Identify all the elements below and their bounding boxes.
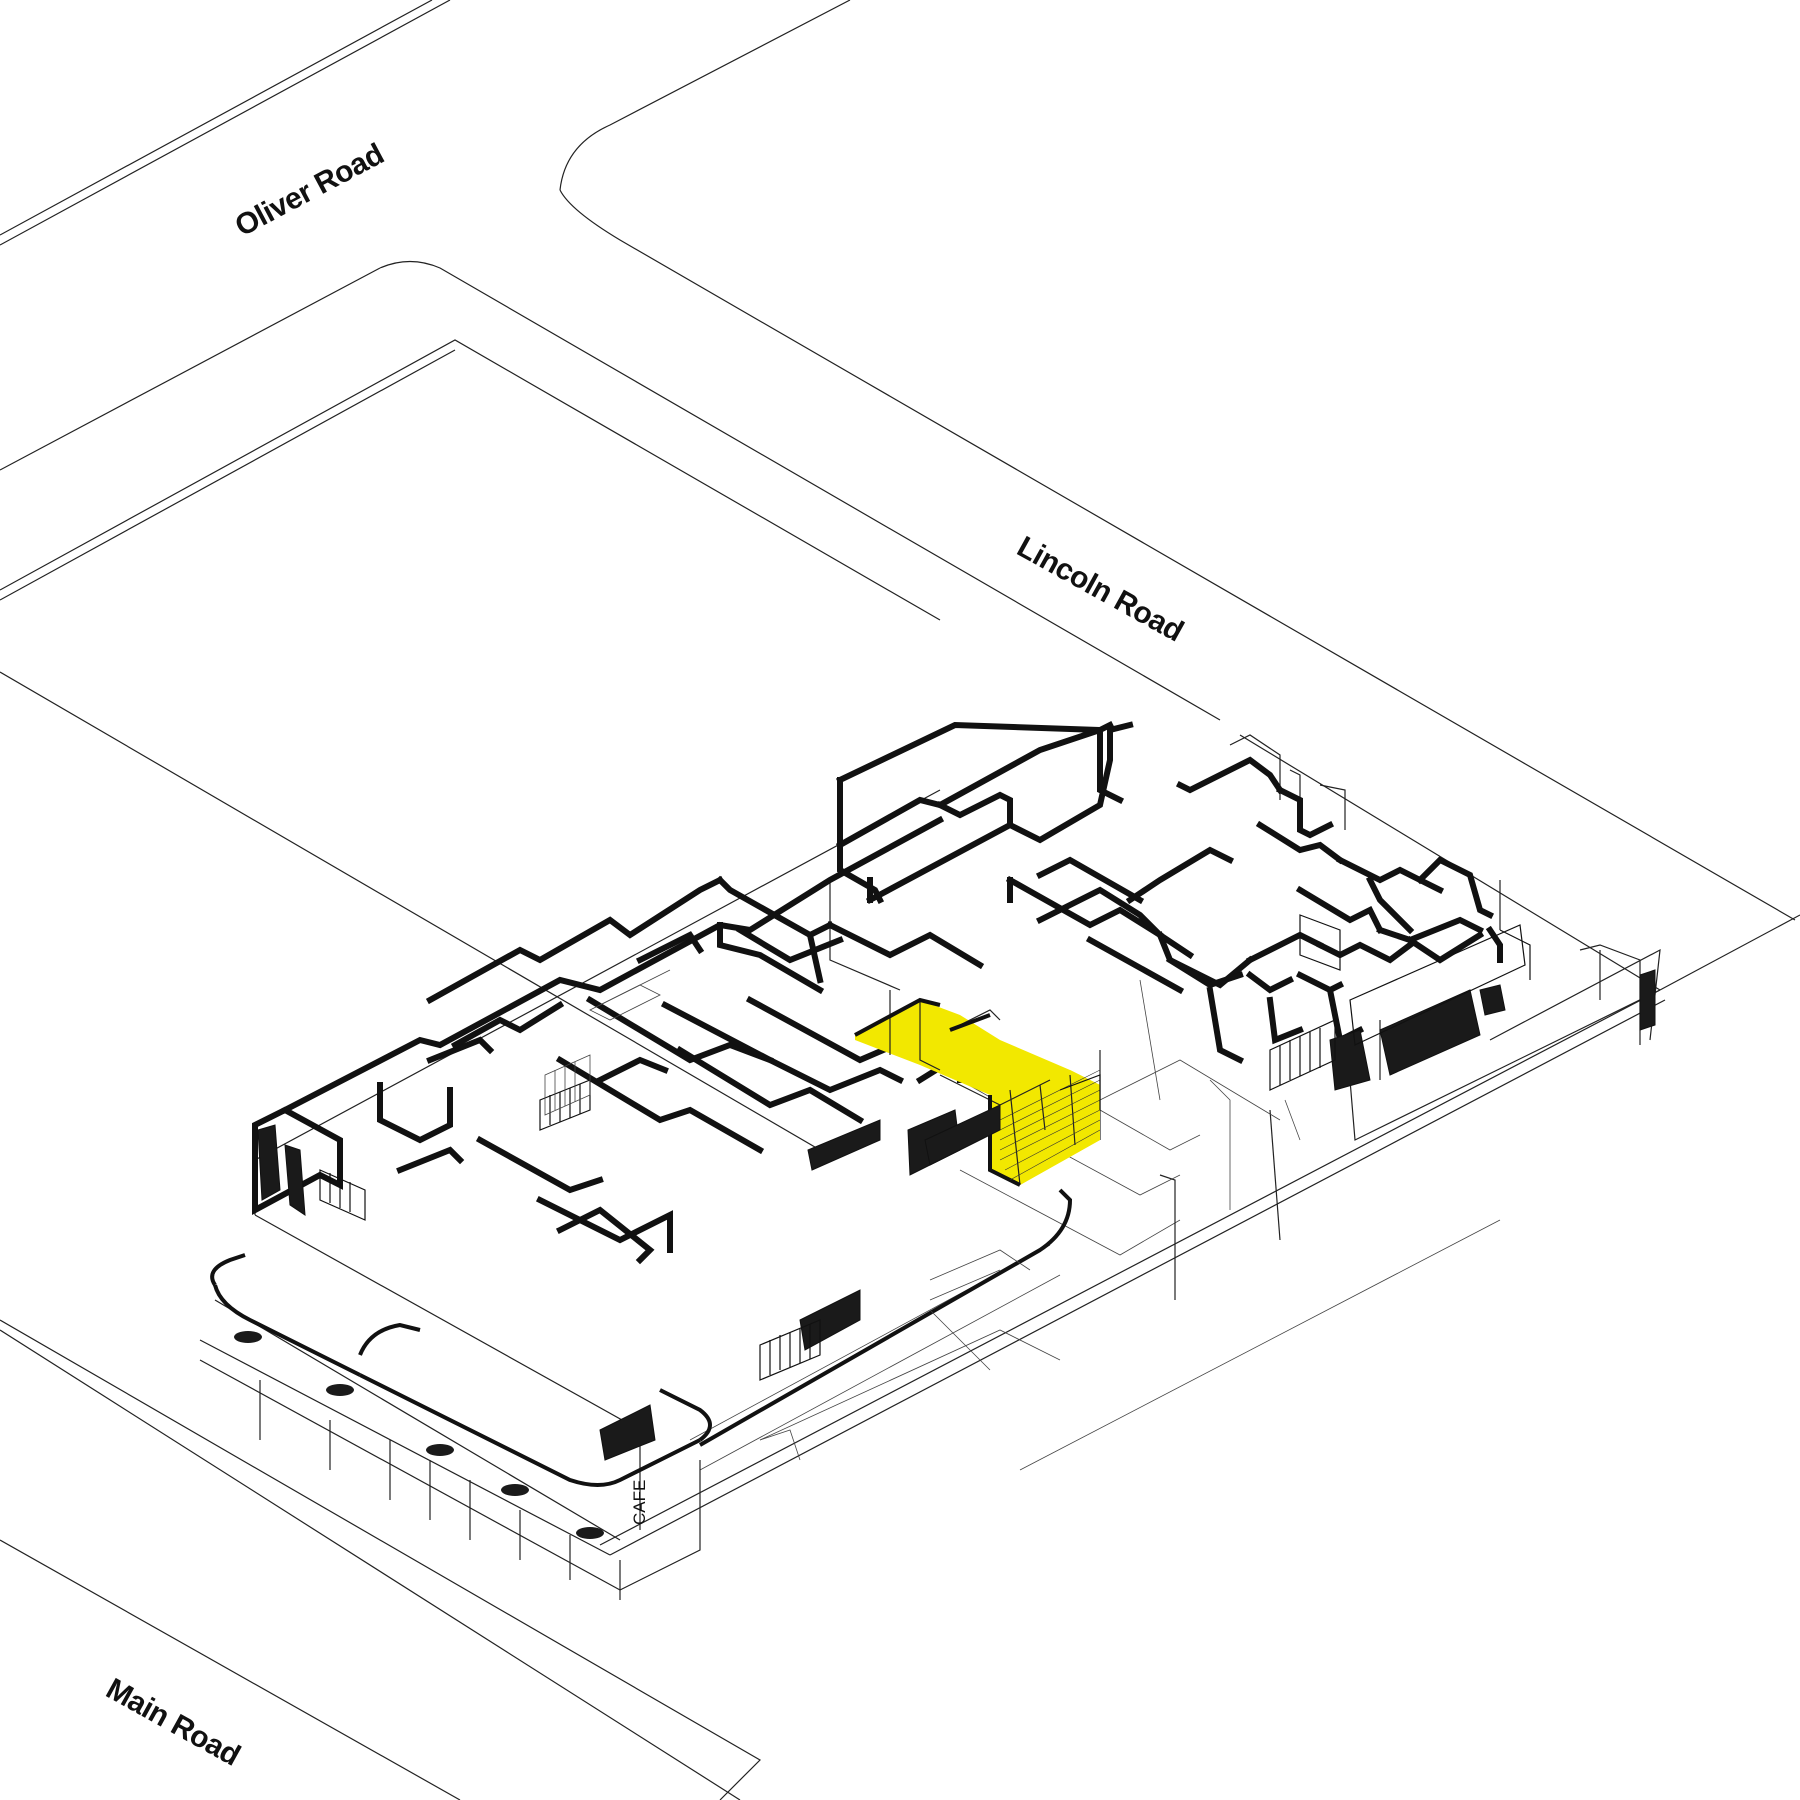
lincoln-road-label: Lincoln Road bbox=[1012, 530, 1189, 648]
main-road-label: Main Road bbox=[101, 1672, 246, 1772]
building-outline bbox=[199, 734, 1661, 1556]
stair bbox=[544, 969, 671, 1116]
cafe-sign: CAFE bbox=[630, 1480, 649, 1525]
walls bbox=[252, 720, 1503, 1265]
balcony-rails bbox=[319, 914, 1531, 1381]
highlighted-unit bbox=[854, 990, 1101, 1187]
oliver-road-label: Oliver Road bbox=[230, 138, 389, 244]
feature-walls bbox=[257, 969, 1656, 1461]
highlighted-brick-hatch bbox=[999, 1069, 1101, 1181]
ground-floor-canopies bbox=[199, 1188, 1073, 1600]
